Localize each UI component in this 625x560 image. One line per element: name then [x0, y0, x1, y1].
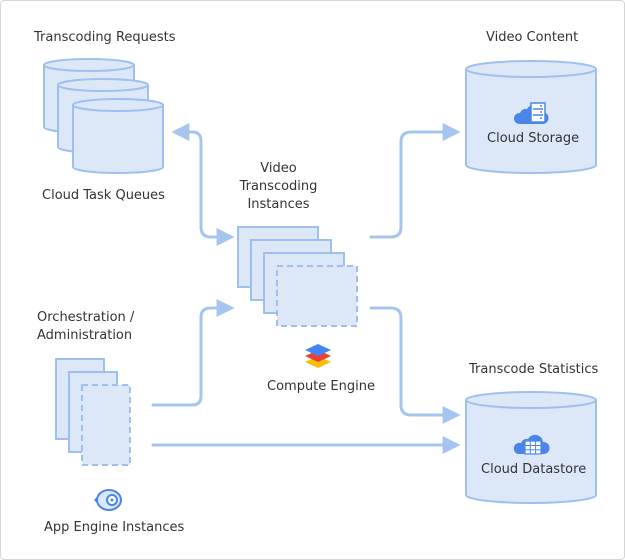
app-engine-instances-stack [55, 358, 131, 466]
task-queue-cylinder-3 [72, 98, 164, 174]
orchestration-label-line2: Administration [37, 328, 133, 343]
video-transcoding-label-line3: Instances [247, 197, 310, 212]
compute-engine-icon [305, 344, 331, 368]
cloud-storage-label: Cloud Storage [487, 131, 580, 146]
queue-transcode-arrow [171, 123, 235, 246]
app-engine-icon [94, 489, 122, 511]
video-content-label: Video Content [486, 30, 579, 45]
cloud-datastore-icon [513, 434, 550, 455]
orchestration-label-line1: Orchestration / [37, 310, 135, 325]
transcoding-instances-stack [237, 226, 358, 327]
transcode-to-storage-arrow [369, 123, 461, 239]
transcoding-requests-label: Transcoding Requests [34, 30, 176, 45]
transcode-statistics-label: Transcode Statistics [469, 362, 599, 377]
cloud-storage-icon [513, 102, 549, 124]
video-transcoding-label-line1: Video [260, 161, 297, 176]
cloud-task-queues-label: Cloud Task Queues [42, 188, 165, 203]
cloud-datastore-label: Cloud Datastore [481, 462, 587, 477]
orchestration-to-transcode-arrow [151, 299, 235, 407]
app-engine-instances-label: App Engine Instances [44, 520, 185, 535]
cloud-task-queues-stack [43, 58, 164, 174]
compute-engine-label: Compute Engine [267, 379, 375, 394]
transcode-to-datastore-arrow [369, 306, 461, 424]
instance-card-autoscaled [276, 265, 358, 327]
video-transcoding-label-line2: Transcoding [239, 179, 318, 194]
connectors [151, 123, 461, 454]
app-instance-card-autoscaled [81, 384, 131, 466]
